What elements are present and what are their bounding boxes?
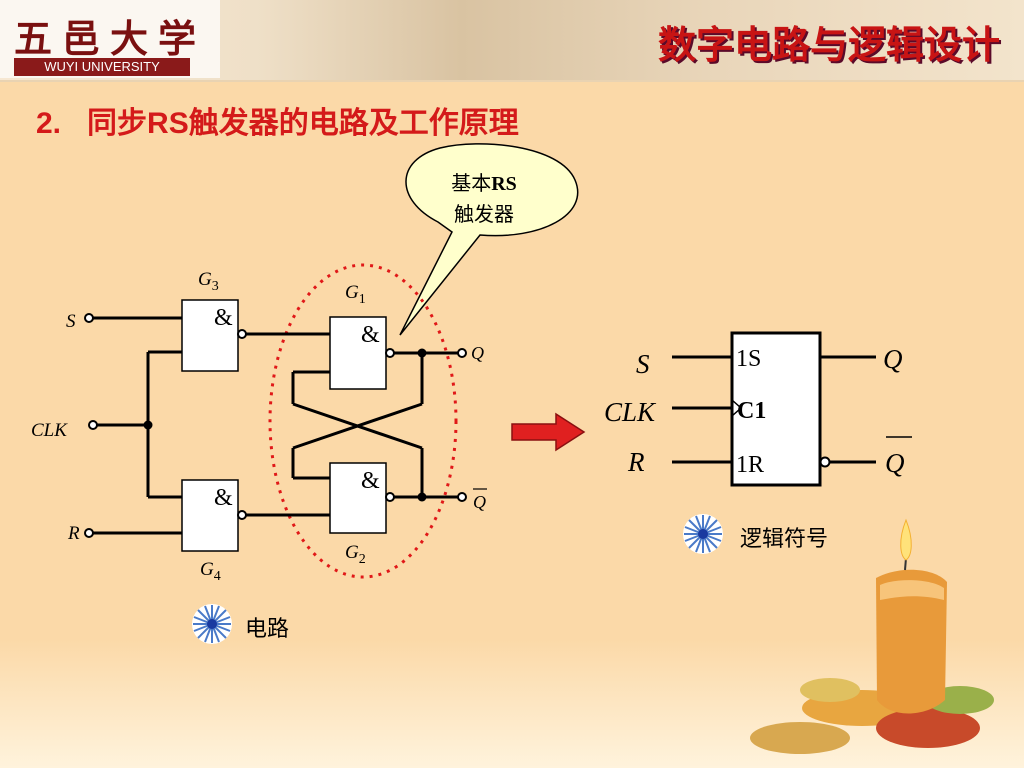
logo-chinese-name: 五邑大学: [13, 16, 206, 61]
symbol-input-r: R: [627, 447, 645, 477]
circuit-input-r: R: [67, 523, 80, 544]
label-g1: G1: [345, 282, 366, 307]
blue-starburst-icon: [192, 604, 232, 644]
header-banner: 五邑大学 WUYI UNIVERSITY 数字电路与逻辑设计: [0, 0, 1024, 82]
symbol-output-qbar: Q: [885, 448, 905, 478]
callout-text: 基本RS 触发器: [424, 168, 544, 229]
candle-decoration: [750, 518, 994, 754]
circuit-terminals: [84, 313, 467, 538]
pin-c1: C1: [737, 398, 766, 424]
symbol-input-clk: CLK: [604, 397, 657, 427]
symbol-input-s: S: [636, 349, 650, 379]
logo-english-name: WUYI UNIVERSITY: [14, 58, 190, 76]
gate-g1-symbol: &: [361, 322, 380, 348]
label-g4: G4: [200, 559, 221, 584]
circuit-output-qbar: Q: [473, 492, 486, 512]
label-g2: G2: [345, 542, 366, 567]
circuit-caption: 电路: [245, 617, 290, 642]
logic-symbol: 1S C1 1R: [672, 331, 876, 487]
callout-line2: 触发器: [454, 202, 514, 226]
gate-g3: &: [181, 299, 247, 372]
gate-g2: &: [329, 462, 395, 534]
gate-g4-symbol: &: [214, 485, 233, 511]
gate-g4: &: [181, 479, 247, 552]
blue-starburst-icon: [683, 514, 723, 554]
section-title: 同步RS触发器的电路及工作原理: [87, 107, 519, 140]
callout-balloon: [399, 143, 579, 336]
circuit-input-clk: CLK: [31, 420, 68, 441]
callout-line1-bold: RS: [491, 173, 517, 195]
gate-g1: &: [329, 316, 395, 390]
gate-g3-symbol: &: [214, 305, 233, 331]
course-title: 数字电路与逻辑设计: [657, 23, 1000, 67]
pin-1s: 1S: [736, 346, 761, 372]
logic-symbol-caption: 逻辑符号: [740, 527, 829, 552]
wire-junctions: [143, 348, 427, 502]
transform-arrow: [511, 412, 586, 452]
callout-line1-prefix: 基本: [451, 171, 492, 195]
circuit-input-s: S: [66, 311, 76, 332]
symbol-output-q: Q: [883, 344, 903, 374]
basic-rs-flipflop-outline: [268, 263, 458, 579]
gate-g2-symbol: &: [361, 468, 380, 494]
section-number: 2.: [36, 107, 62, 140]
circuit-output-q: Q: [471, 343, 484, 363]
page-title: 2. 同步RS触发器的电路及工作原理: [36, 98, 519, 142]
university-logo: 五邑大学 WUYI UNIVERSITY: [0, 0, 220, 78]
label-g3: G3: [198, 269, 219, 294]
pin-1r: 1R: [736, 452, 764, 478]
